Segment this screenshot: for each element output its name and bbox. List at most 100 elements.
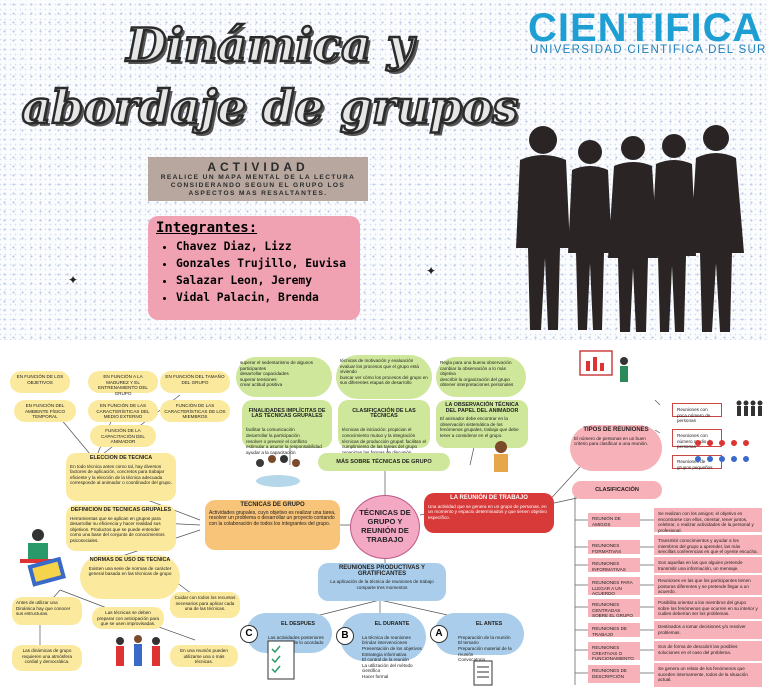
tipos-node: TIPOS DE REUNIONES El número de personas… [570, 425, 662, 471]
right-label: REUNIONES CENTRADAS SOBRE EL GRUPO [588, 599, 640, 618]
tipos-text: El número de personas en un buen criteri… [574, 435, 649, 447]
durante-node: EL DURANTE La técnica de reuniones brind… [340, 613, 426, 679]
right-label: REUNIÓN DE AMIGOS [588, 513, 640, 527]
factor-node: EN FUNCIÓN DEL AMBIENTE FÍSICO TEMPORAL [14, 400, 76, 422]
right-text: Reuniones en las que los participantes t… [654, 575, 762, 595]
green-bullet-node: Regla para una buena observación cambiar… [436, 357, 526, 397]
step-c-icon: C [240, 625, 258, 643]
norma-item: En una reunión pueden utilizarse una o m… [170, 645, 238, 667]
observacion-title: LA OBSERVACIÓN TÉCNICA DEL PAPEL DEL ANI… [445, 402, 519, 414]
activity-box: ACTIVIDAD REALICE UN MAPA MENTAL DE LA L… [148, 157, 368, 201]
normas-node: NORMAS DE USO DE TECNICA Existen una ser… [80, 555, 180, 599]
reunion-text: Una actividad que se genera en un grupo … [428, 503, 547, 520]
checklist-icon [267, 640, 295, 680]
factor-node: EN FUNCIÓN DEL TAMAÑO DEL GRUPO [160, 371, 230, 393]
clasificacion-tecnicas-title: CLASIFICACIÓN DE LAS TÉCNICAS [352, 407, 416, 420]
clasificacion-tecnicas-text: técnicas de iniciación: propician el con… [342, 427, 427, 454]
reunion-node: LA REUNIÓN DE TRABAJO Una actividad que … [424, 493, 554, 533]
observacion-text: El animador debe encontrar en la observa… [440, 416, 519, 438]
productivas-title: REUNIONES PRODUCTIVAS Y GRATIFICANTES [338, 565, 426, 577]
norma-item: Antes de utilizar una Dinámica hay que c… [12, 597, 82, 625]
right-text: Se realizan con los amigos; el objetivo … [654, 508, 762, 533]
definicion-title: DEFINICION DE TECNICAS GRUPALES [70, 507, 172, 513]
clipboard-icon [473, 660, 493, 686]
tipos-title: TIPOS DE REUNIONES [583, 427, 649, 433]
member-name: Chavez Diaz, Lizz [176, 238, 346, 255]
clasificacion-tecnicas-node: CLASIFICACIÓN DE LAS TÉCNICAS técnicas d… [338, 400, 430, 455]
tecnicas-grupo-text: Actividades grupales, cuyo objetivo es r… [209, 509, 336, 527]
norma-item: Las técnicas se deben preparar con antic… [92, 607, 164, 629]
brand-logo: CIENTIFICA [528, 6, 763, 50]
team-celebrate-icon [116, 635, 160, 666]
right-label: REUNIONES DE TRABAJO [588, 623, 640, 637]
members-heading: Integrantes: [156, 220, 258, 236]
title-line-2: abordaje de grupos [20, 79, 519, 136]
right-text: Destinados a tomar decisiones y/o resolv… [654, 621, 762, 639]
member-name: Vidal Palacin, Brenda [176, 289, 346, 306]
durante-text: La técnica de reuniones brindar interven… [362, 634, 422, 679]
durante-title: EL DURANTE [374, 620, 410, 627]
tipo-item: Reuniones con poca número de personas [672, 403, 722, 423]
person-laptop-icon [20, 529, 58, 563]
finalidades-text: facilitar la comunicación desarrollar la… [246, 427, 322, 455]
eleccion-text: En todo técnica antes como tal, hay dive… [70, 463, 172, 486]
activity-body: REALICE UN MAPA MENTAL DE LA LECTURA CON… [160, 174, 356, 197]
right-text: Transmitir conocimientos y ayudar a los … [654, 535, 762, 555]
step-b-icon: B [336, 627, 354, 645]
sparkle-icon: ✦ [426, 264, 437, 278]
right-label: REUNIONES DE DESCRIPCIÓN [588, 665, 640, 683]
norma-item: Cuidar con todos los recursos necesarios… [170, 592, 240, 618]
right-text: Posibilita orientar a los miembros del g… [654, 597, 762, 619]
tipo-item: Reuniones de grupos pequeños [672, 455, 722, 470]
eleccion-title: ELECCION DE TECNICA [89, 455, 153, 461]
factor-node: FUNCIÓN DE LA CAPACITACIÓN DEL ANIMADOR [90, 425, 156, 447]
reunion-title: LA REUNIÓN DE TRABAJO [450, 495, 528, 501]
mas-sobre-node: MÁS SOBRE TÉCNICAS DE GRUPO [318, 453, 450, 471]
people-silhouette-icon [516, 125, 744, 332]
antes-node: EL ANTES Preparación de la reunión El te… [434, 613, 524, 662]
finalidades-node: FINALIDADES IMPLÍCITAS DE LAS TÉCNICAS G… [242, 400, 332, 455]
factor-node: FUNCIÓN DE LAS CARACTERÍSTICAS DE LOS MI… [160, 400, 230, 422]
presentation-icon [579, 350, 628, 382]
member-name: Gonzales Trujillo, Euvisa [176, 255, 346, 272]
productivas-node: REUNIONES PRODUCTIVAS Y GRATIFICANTES La… [318, 563, 446, 601]
members-list: Chavez Diaz, Lizz Gonzales Trujillo, Euv… [168, 238, 346, 306]
right-text: Son aquellas en las que alguien pretende… [654, 557, 762, 573]
right-text: Son de forma de descubrir las posibles s… [654, 641, 762, 661]
right-label: REUNIONES PARA LLEGAR A UN ACUERDO [588, 577, 640, 596]
clasificacion-node: CLASIFICACIÓN [572, 481, 662, 499]
step-a-icon: A [430, 625, 448, 643]
normas-text: Existen una serie de normas de carácter … [88, 565, 172, 577]
right-label: REUNIONES CREATIVAS O FUNCIONAMIENTO [588, 642, 640, 661]
member-name: Salazar Leon, Jeremy [176, 272, 346, 289]
brand-subtitle: UNIVERSIDAD CIENTIFICA DEL SUR [530, 44, 767, 56]
tecnicas-grupo-node: TECNICAS DE GRUPO Actividades grupales, … [205, 500, 340, 550]
members-box: Integrantes: Chavez Diaz, Lizz Gonzales … [148, 216, 360, 320]
speaker-icon [494, 441, 508, 472]
right-label: REUNIONES FORMATIVAS [588, 540, 640, 554]
factor-node: EN FUNCIÓN A LA MADUREZ Y EL ENTRENAMIEN… [88, 371, 158, 396]
people-grid-icon [695, 440, 749, 462]
despues-title: EL DESPUES [280, 620, 316, 627]
antes-text: Preparación de la reunión El temario Pre… [458, 634, 512, 663]
meeting-group-icon [256, 455, 300, 487]
title-line-1: Dinámica y [125, 17, 415, 74]
norma-item: Las dinámicas de grupo requieren una atm… [12, 645, 82, 671]
sparkle-icon: ✦ [68, 273, 79, 287]
green-bullet-node: técnicas de motivación y evaluación eval… [336, 355, 432, 399]
definicion-node: DEFINICION DE TECNICAS GRUPALES Herramie… [66, 505, 176, 551]
eleccion-node: ELECCION DE TECNICA En todo técnica ante… [66, 453, 176, 501]
right-label: REUNIONES INFORMATIVAS [588, 558, 640, 572]
center-node: TÉCNICAS DE GRUPO Y REUNIÓN DE TRABAJO [350, 495, 420, 559]
productivas-text: La aplicación de la técnica de reuniones… [330, 579, 434, 590]
factor-node: EN FUNCIÓN DE LAS CARACTERÍSTICAS DEL ME… [88, 400, 158, 422]
definicion-text: Herramientas que se aplican en grupos pa… [70, 515, 165, 543]
factor-node: EN FUNCIÓN DE LOS OBJETIVOS [10, 371, 70, 393]
finalidades-title: FINALIDADES IMPLÍCITAS DE LAS TÉCNICAS G… [248, 407, 326, 420]
crowd-icon [736, 400, 763, 416]
normas-title: NORMAS DE USO DE TECNICA [89, 557, 171, 563]
book-icon [27, 556, 66, 587]
mind-map: EN FUNCIÓN DE LOS OBJETIVOS EN FUNCIÓN A… [0, 345, 768, 690]
green-bullet-node: superar el sedentarismo de algunos parti… [236, 357, 332, 397]
antes-title: EL ANTES [475, 620, 503, 627]
